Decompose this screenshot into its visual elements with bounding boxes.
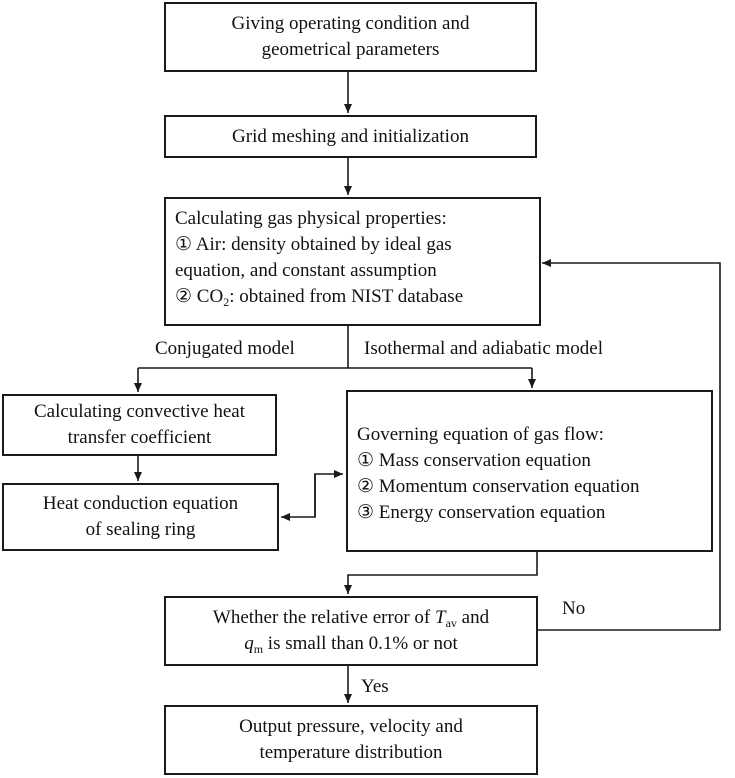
circled-number-2: ② [175,286,193,307]
start-line-2: geometrical parameters [261,39,440,60]
arrow-coupling-to-conduction [281,474,316,521]
t-symbol: T [434,607,446,628]
check-line-2: qm is small than 0.1% or not [244,633,458,656]
properties-title: Calculating gas physical properties: [175,208,447,229]
conduction-line-1: Heat conduction equation [42,493,239,514]
governing-box: Governing equation of gas flow: ① Mass c… [346,390,713,552]
grid-line-1: Grid meshing and initialization [232,125,469,147]
circled-number-1: ① [357,450,375,471]
governing-item-mass: ① Mass conservation equation [357,448,711,474]
governing-item-mass-text: Mass conservation equation [378,450,591,471]
label-conjugated-model: Conjugated model [155,338,295,359]
properties-box: Calculating gas physical properties: ① A… [164,197,541,326]
convective-line-1: Calculating convective heat [33,401,246,422]
arrow-governing-to-check [344,552,538,594]
properties-item-1-line-2: equation, and constant assumption [175,260,437,281]
output-box: Output pressure, velocity and temperatur… [164,705,538,775]
properties-item-1-line-1: ① Air: density obtained by ideal gas [175,232,539,258]
arrow-coupling-to-governing [314,470,343,517]
grid-box: Grid meshing and initialization [164,115,537,158]
governing-title: Governing equation of gas flow: [357,424,604,445]
governing-item-energy: ③ Energy conservation equation [357,500,711,526]
convergence-check-box: Whether the relative error of Tav and qm… [164,596,538,666]
conduction-line-2: of sealing ring [85,519,196,540]
start-line-1: Giving operating condition and [231,13,470,34]
q-symbol: q [244,633,254,654]
conduction-box: Heat conduction equation of sealing ring [2,483,279,551]
label-yes: Yes [361,676,389,697]
arrow-no-loop [538,259,721,631]
circled-number-1: ① [175,234,193,255]
label-no: No [562,598,586,619]
properties-item-2-text: : obtained from NIST database [229,286,464,307]
properties-item-2: ② CO2: obtained from NIST database [175,284,539,310]
governing-item-momentum: ② Momentum conservation equation [357,474,711,500]
properties-item-1-text: Air: density obtained by ideal gas [195,234,452,255]
start-box: Giving operating condition and geometric… [164,2,537,72]
governing-item-momentum-text: Momentum conservation equation [378,476,640,497]
label-isothermal-adiabatic-model: Isothermal and adiabatic model [364,338,603,359]
circled-number-2: ② [357,476,375,497]
co2-formula: CO2 [196,286,230,309]
check-line-1: Whether the relative error of Tav and [212,607,490,630]
convective-line-2: transfer coefficient [67,427,212,448]
governing-item-energy-text: Energy conservation equation [378,502,606,523]
output-line-2: temperature distribution [259,742,443,763]
output-line-1: Output pressure, velocity and [239,716,463,737]
circled-number-3: ③ [357,502,375,523]
convective-box: Calculating convective heat transfer coe… [2,394,277,456]
